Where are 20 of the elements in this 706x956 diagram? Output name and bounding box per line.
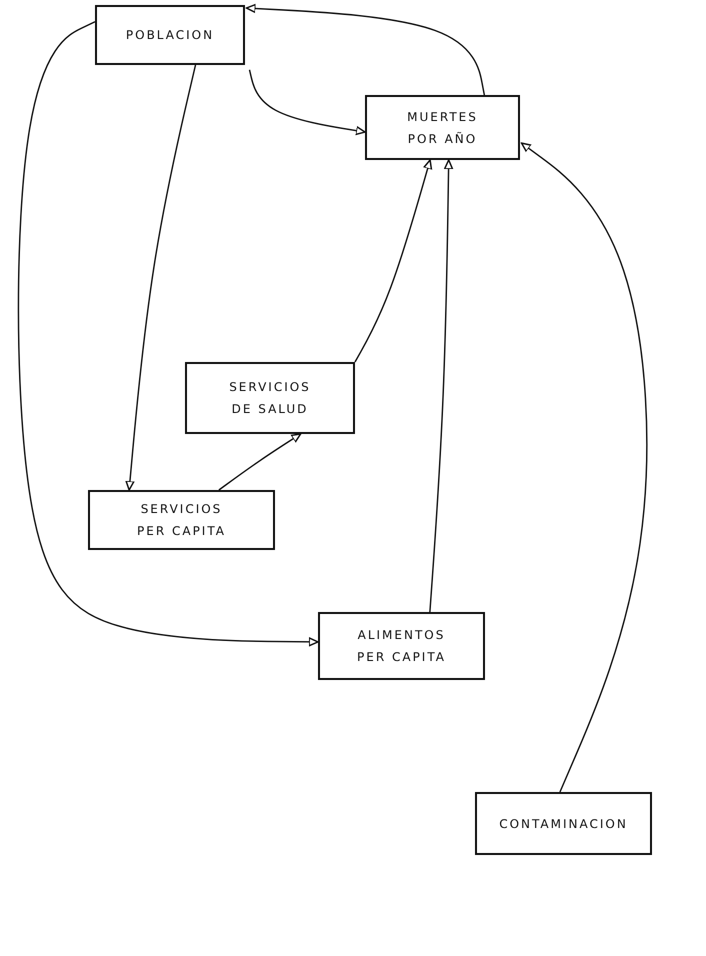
arrow [248, 70, 366, 136]
arrow [246, 4, 486, 96]
box-label: SERVICIOS PER CAPITA [136, 501, 227, 540]
process-box [88, 490, 275, 550]
arrow [520, 142, 648, 792]
process-box [95, 5, 245, 65]
box-label: SERVICIOS DE SALUD [228, 379, 312, 418]
arrow [354, 159, 432, 362]
arrow [125, 64, 196, 491]
box-label: MUERTES POR AÑO [406, 108, 479, 148]
arrow [18, 21, 319, 646]
arrow [218, 433, 302, 491]
process-box [475, 792, 652, 855]
box-label: POBLACION [126, 27, 214, 44]
process-box [365, 95, 520, 160]
process-box [185, 362, 355, 434]
process-box [318, 612, 485, 680]
box-label: ALIMENTOS PER CAPITA [356, 627, 447, 666]
arrow [429, 159, 454, 612]
box-label: CONTAMINACION [499, 816, 628, 832]
